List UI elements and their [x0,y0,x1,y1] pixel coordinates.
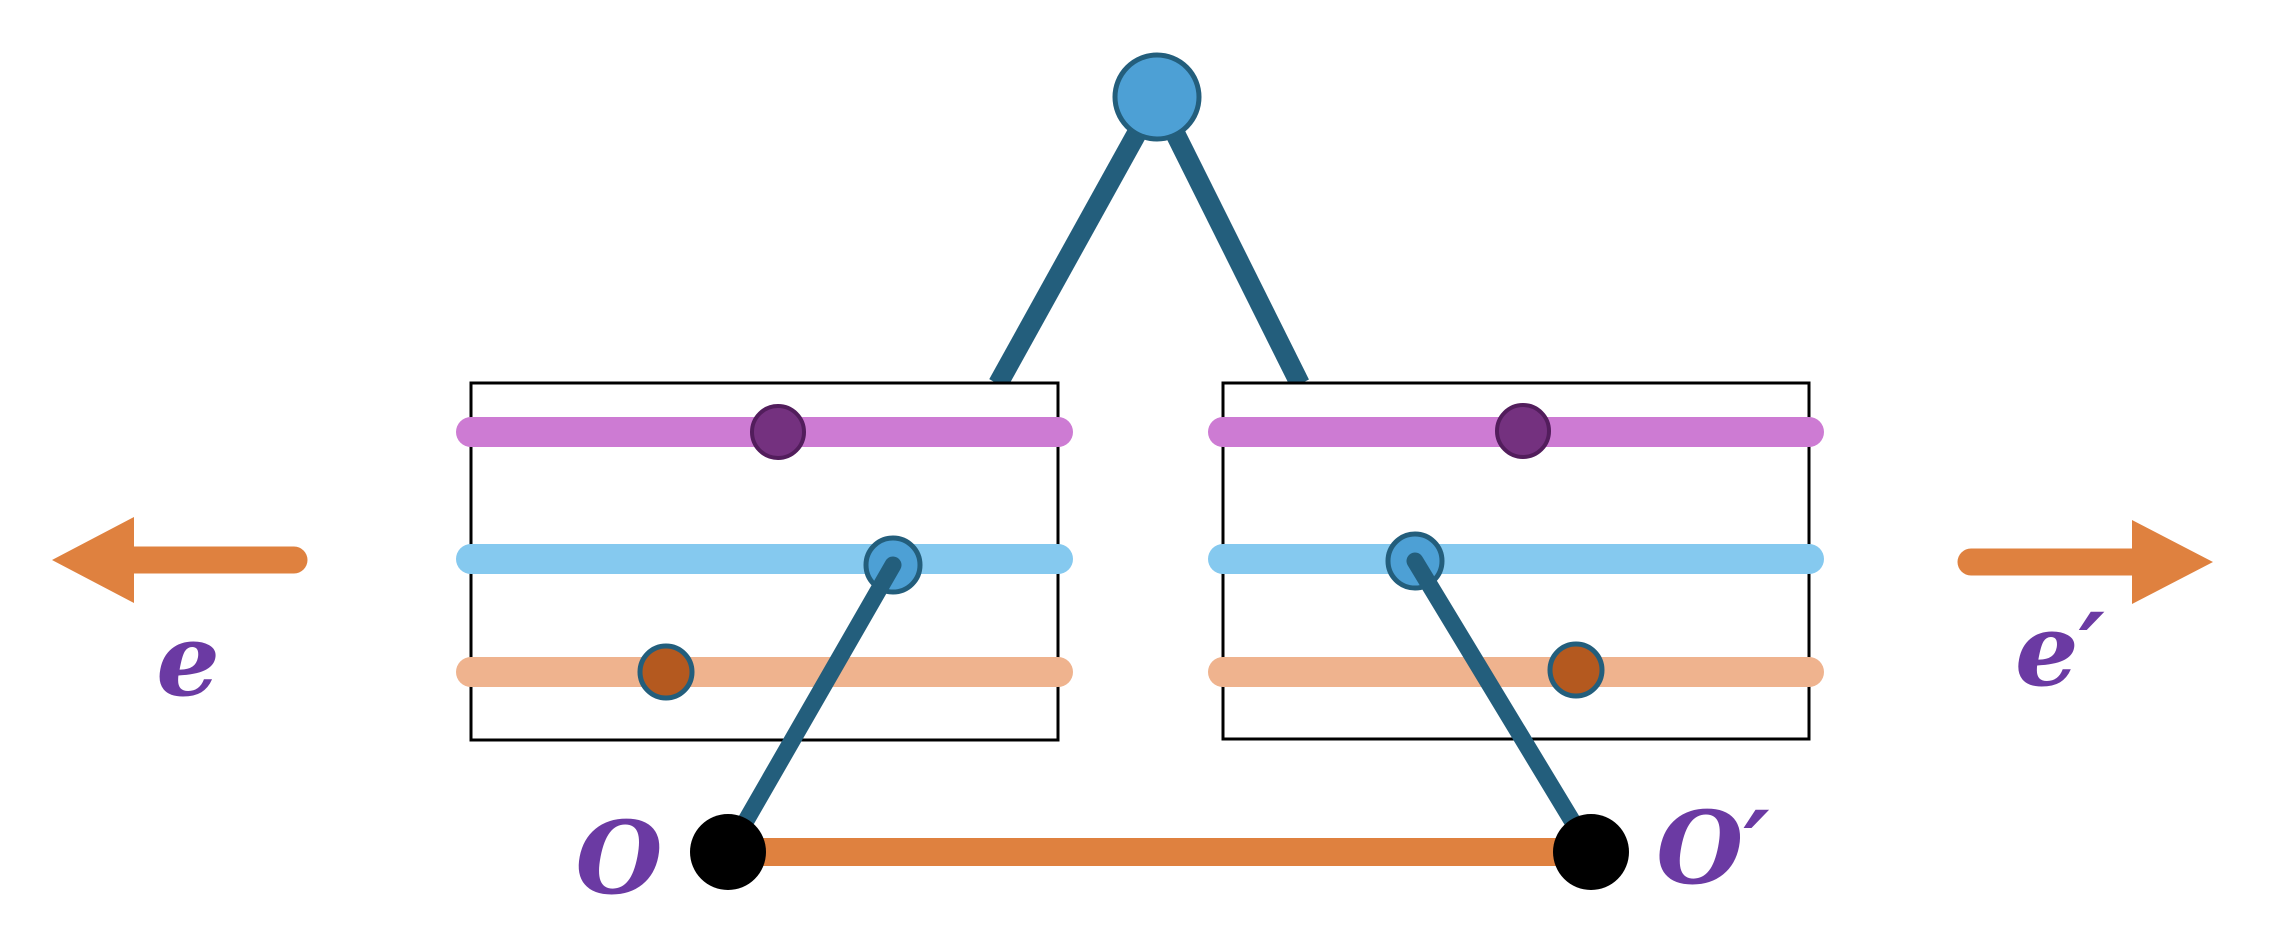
right-arrow-icon [1957,520,2213,604]
left-arrow-icon [52,517,308,603]
tether-right [1406,552,1600,861]
event-dot-purple-right [1495,403,1551,459]
origin-dot-right [1553,814,1629,890]
label-e: e [156,601,220,719]
apex-edge-right [1148,92,1309,389]
right-arrow-head [2132,520,2213,604]
apex-node-circle [1112,52,1202,142]
origin-dot-left [690,814,766,890]
left-arrow-head [52,517,134,603]
label-e-prime: e′ [2015,591,2105,709]
event-dot-orange-left [637,643,695,701]
event-dot-purple-left [750,404,806,460]
apex-edge-left [989,92,1166,389]
label-O-prime: O′ [1656,789,1770,907]
tether-left [719,556,902,861]
label-O: O [575,799,663,917]
event-dot-orange-right [1547,641,1605,699]
